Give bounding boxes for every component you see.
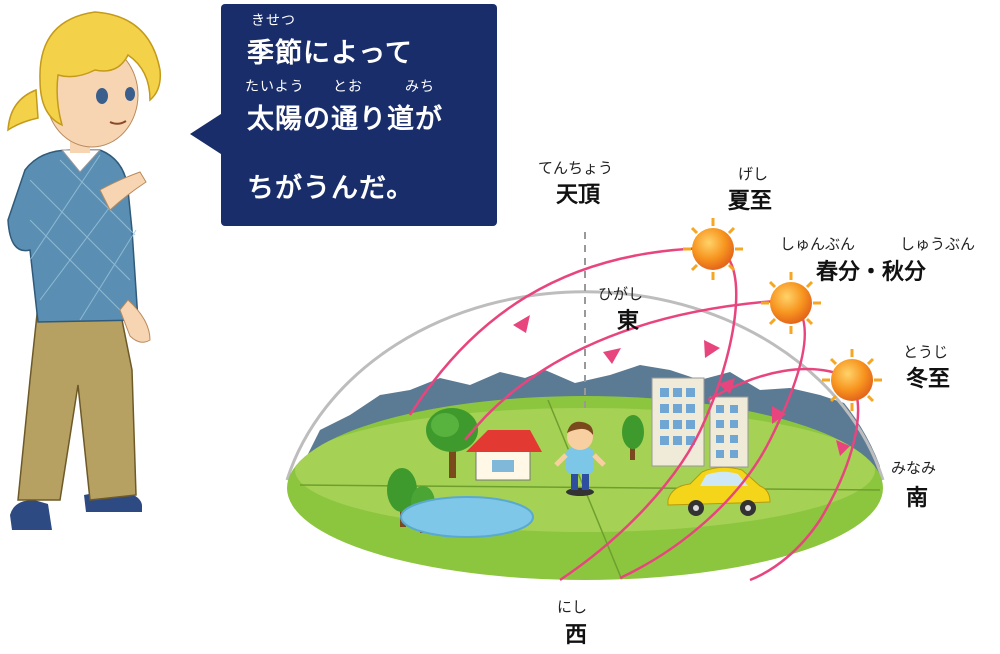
speech-ruby-too: とお (333, 79, 363, 95)
sun-icon (822, 349, 882, 411)
car-icon (667, 466, 771, 516)
path-arrows (513, 315, 850, 456)
speech-ruby-kisetsu: きせつ (251, 13, 296, 29)
winter-solstice-label: 冬至 (906, 367, 951, 392)
winter-solstice-ruby: とうじ (903, 343, 949, 361)
zenith-ruby: てんちょう (538, 159, 614, 177)
tree-icon (622, 415, 644, 460)
celestial-dome (285, 290, 885, 481)
equinox-label: 春分・秋分 (816, 260, 927, 285)
winter-path (707, 367, 860, 582)
building-icon (651, 377, 705, 467)
summer-path (408, 246, 738, 582)
house-icon (466, 430, 542, 481)
observer-child (554, 421, 606, 496)
character-girl-pointing (7, 11, 162, 530)
speech-ruby-michi: みち (405, 79, 435, 95)
summer-solstice-ruby: げし (738, 165, 769, 183)
sun-paths (408, 246, 860, 582)
summer-solstice-label: 夏至 (728, 189, 773, 214)
speech-bubble-tail (190, 112, 224, 156)
south-label: 南 (906, 486, 929, 511)
autumn-equinox-ruby: しゅうぶん (900, 235, 976, 253)
speech-line-1: 季節によって (247, 38, 413, 69)
west-label: 西 (565, 623, 588, 648)
east-ruby: ひがし (598, 285, 644, 303)
west-ruby: にし (557, 598, 588, 616)
tree-icon (426, 408, 478, 478)
zenith-label: 天頂 (556, 183, 601, 208)
speech-ruby-taiyou: たいよう (245, 79, 305, 95)
speech-line-2: 太陽の通り道が (247, 104, 443, 135)
spring-equinox-ruby: しゅんぶん (780, 235, 856, 253)
east-label: 東 (617, 309, 640, 334)
speech-bubble: きせつ 季節によって たいよう とお みち 太陽の通り道が ちがうんだ。 (221, 4, 497, 226)
equinox-path (464, 298, 806, 580)
south-ruby: みなみ (891, 459, 937, 477)
speech-line-3: ちがうんだ。 (247, 173, 415, 204)
sun-icon (683, 218, 743, 280)
building-icon (709, 396, 749, 468)
sun-icon (761, 272, 821, 334)
pond (400, 496, 534, 538)
